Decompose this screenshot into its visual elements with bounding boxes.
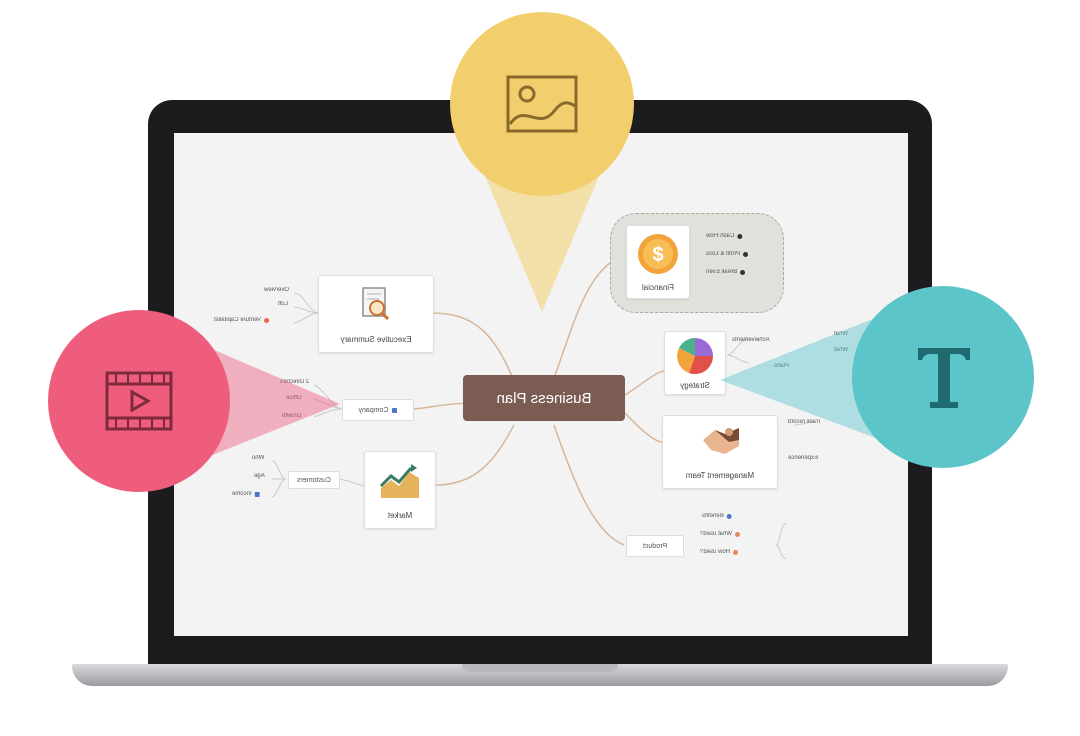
market-card[interactable]: Market [364, 451, 436, 529]
video-feature-badge[interactable] [48, 310, 230, 492]
coin-icon: $ [638, 234, 678, 274]
laptop-hinge-notch [462, 664, 618, 672]
video-icon [105, 371, 173, 431]
pie-chart-icon [677, 338, 713, 375]
image-icon [506, 75, 578, 133]
text-feature-badge[interactable] [852, 286, 1034, 468]
handshake-icon [703, 428, 739, 454]
financial-card[interactable]: $ Financial [626, 225, 690, 299]
laptop-base [72, 664, 1008, 686]
strategy-card[interactable]: Strategy [664, 331, 726, 395]
text-icon [918, 348, 970, 408]
image-feature-badge[interactable] [450, 12, 634, 196]
executive-summary-card[interactable]: Executive Summary [318, 275, 434, 353]
growth-chart-icon [379, 464, 419, 498]
management-team-card[interactable]: Management Team [662, 415, 778, 489]
document-search-icon [362, 287, 390, 321]
svg-text:$: $ [652, 244, 663, 266]
